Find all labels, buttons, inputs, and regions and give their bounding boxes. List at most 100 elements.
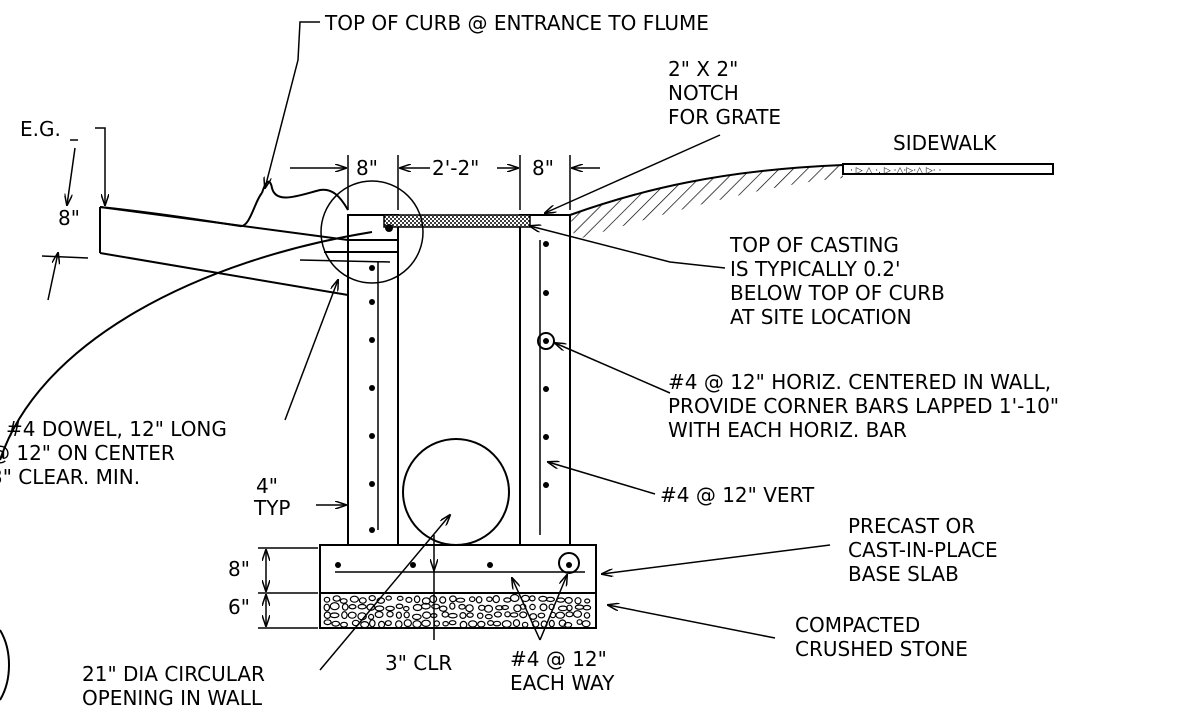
stone-mark — [358, 597, 367, 604]
dim-8-top-right: 8" — [532, 156, 554, 180]
stone-mark — [395, 603, 404, 610]
stone-mark — [374, 610, 384, 619]
stone-mark — [438, 605, 448, 612]
stone-mark — [374, 605, 385, 612]
stone-mark — [458, 603, 466, 610]
stone-mark — [413, 595, 421, 604]
label-notch-3: FOR GRATE — [668, 105, 781, 129]
stone-mark — [509, 612, 519, 618]
stone-mark — [448, 620, 457, 626]
label-stone-1: COMPACTED — [795, 613, 920, 637]
stone-mark — [459, 611, 467, 619]
stone-mark — [403, 611, 410, 619]
leaders — [70, 21, 831, 671]
stone-mark — [385, 605, 395, 612]
stone-mark — [492, 594, 501, 604]
stone-mark — [512, 619, 521, 628]
label-stone-2: CRUSHED STONE — [795, 637, 968, 661]
stone-mark — [459, 620, 468, 629]
stone-mark — [548, 619, 555, 628]
stone-mark — [566, 604, 573, 612]
stone-mark — [493, 611, 502, 618]
stone-mark — [411, 613, 422, 621]
stone-mark — [323, 596, 331, 603]
stone-mark — [348, 604, 357, 610]
label-each-way-1: #4 @ 12" — [510, 647, 607, 671]
stone-mark — [537, 612, 546, 619]
stone-mark — [528, 595, 536, 602]
circular-opening — [402, 438, 510, 546]
stone-mark — [555, 611, 566, 619]
stone-mark — [433, 620, 440, 627]
label-notch-2: NOTCH — [668, 81, 739, 105]
stone-mark — [572, 610, 583, 618]
stone-mark — [347, 611, 357, 619]
stone-mark — [339, 598, 348, 604]
grate — [383, 214, 531, 228]
label-opening-2: OPENING IN WALL — [82, 686, 263, 710]
stone-mark — [431, 603, 441, 610]
stone-mark — [565, 611, 574, 618]
label-casting-1: TOP OF CASTING — [729, 233, 899, 257]
stone-mark — [323, 603, 331, 612]
stone-mark — [394, 620, 403, 629]
ground-and-sidewalk: · ▷ △ ·. ▷ ·△·▷·△ ▷· · — [0, 163, 1054, 701]
label-vert: #4 @ 12" VERT — [660, 483, 815, 507]
left-wall — [347, 214, 399, 546]
label-casting-3: BELOW TOP OF CURB — [730, 281, 945, 305]
stone-mark — [429, 594, 438, 604]
stone-mark — [484, 613, 493, 620]
label-each-way-2: EACH WAY — [510, 671, 615, 695]
stone-mark — [329, 602, 340, 611]
right-wall — [519, 214, 571, 546]
stone-mark — [331, 620, 341, 627]
stone-mark — [402, 605, 410, 612]
stone-mark — [412, 603, 423, 612]
stone-mark — [503, 597, 512, 603]
crushed-stone — [319, 592, 597, 629]
stone-mark — [385, 595, 393, 601]
stone-mark — [368, 594, 376, 602]
stone-mark — [468, 596, 476, 603]
base-slab — [319, 544, 597, 594]
stone-mark — [360, 620, 370, 629]
stone-mark — [584, 598, 591, 604]
stone-mark — [501, 620, 512, 628]
stone-mark — [386, 610, 394, 618]
stone-mark — [557, 605, 568, 612]
stone-mark — [583, 612, 591, 619]
stone-mark — [545, 596, 556, 603]
stone-mark — [439, 596, 447, 604]
stone-mark — [449, 602, 456, 610]
stone-mark — [441, 611, 450, 618]
label-top-of-curb: TOP OF CURB @ ENTRANCE TO FLUME — [324, 11, 709, 35]
stone-mark — [384, 620, 392, 627]
stone-mark — [483, 604, 494, 613]
label-horiz-3: WITH EACH HORIZ. BAR — [668, 418, 907, 442]
stone-mark — [323, 619, 332, 626]
label-horiz-2: PROVIDE CORNER BARS LAPPED 1'-10" — [668, 394, 1059, 418]
stone-mark — [395, 611, 402, 619]
stone-mark — [465, 604, 474, 613]
stone-mark — [486, 596, 493, 603]
dim-2-2: 2'-2" — [432, 156, 479, 180]
stone-mark — [504, 611, 511, 618]
stone-mark — [501, 604, 510, 611]
stone-mark — [529, 603, 536, 611]
stone-mark — [466, 612, 474, 618]
stone-mark — [349, 595, 359, 603]
label-horiz-1: #4 @ 12" HORIZ. CENTERED IN WALL, — [668, 370, 1051, 394]
stone-mark — [521, 621, 529, 628]
stone-mark — [576, 619, 583, 625]
stone-mark — [341, 611, 348, 620]
stone-mark — [368, 619, 376, 628]
stone-mark — [442, 620, 449, 627]
stone-mark — [449, 595, 457, 603]
label-dowel-3: 3" CLEAR. MIN. — [0, 465, 140, 489]
label-clr: 3" CLR — [385, 651, 452, 675]
stone-mark — [581, 620, 591, 628]
dim-8-top-left: 8" — [356, 156, 378, 180]
stone-mark — [422, 611, 432, 620]
stone-mark — [357, 603, 367, 610]
